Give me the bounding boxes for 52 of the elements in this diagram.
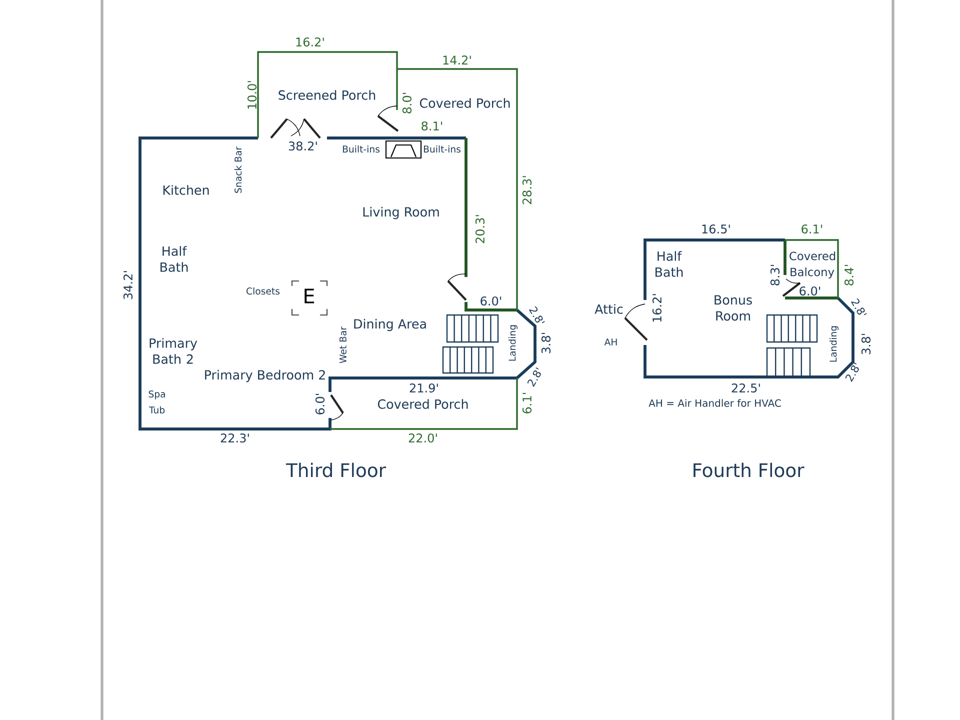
fixture-label: Spa Tub [148,390,165,414]
dimension-label: 6.1' [802,224,822,234]
panel-letter: E [304,288,314,304]
room-label: Covered Balcony [790,252,836,278]
dimension-label: 6.0' [315,394,325,414]
dimension-label: 22.0' [408,433,437,443]
fixture-label: AH [604,338,617,346]
dimension-label: 22.3' [220,433,249,443]
dimension-label: 14.2' [443,56,471,64]
dimension-label: 8.0' [402,92,412,114]
dimension-label: 20.3' [475,215,485,244]
dimension-label: 16.5' [702,224,730,234]
dimension-label: 3.8' [861,334,871,354]
fixture-label: Wet Bar [340,326,346,364]
floor-title: Fourth Floor [694,462,804,478]
room-label: Living Room [363,206,439,220]
dimension-label: 2.8' [851,298,867,316]
dimension-label: 6.1' [522,392,532,414]
dimension-label: 21.9' [410,383,438,393]
dimension-label: 38.2' [288,141,317,151]
fixture-label: Built-ins [424,145,461,153]
room-label: Kitchen [163,185,209,195]
dimension-label: 16.2' [296,37,324,47]
dimension-label: 6.0' [800,286,820,296]
room-label: Attic [594,304,623,314]
note: AH = Air Handler for HVAC [648,399,781,407]
dimension-label: 28.3' [522,176,532,204]
room-label: Covered Porch [378,399,468,409]
dimension-label: 6.0' [480,296,502,306]
dimension-label: 16.2' [652,294,662,322]
floor-title: Third Floor [286,462,386,478]
room-label: Landing [508,325,518,361]
fixture-label: Closets [246,287,280,295]
fixture-label: Snack Bar [234,146,242,193]
room-label: Half Bath [656,251,683,277]
room-label: Primary Bedroom 2 [205,370,325,382]
dimension-label: 34.2' [123,271,133,300]
room-label: Dining Area [354,318,426,332]
room-label: Screened Porch [278,90,376,100]
room-label: Covered Porch [420,98,510,108]
dimension-label: 22.5' [732,383,760,393]
room-label: Primary Bath 2 [150,338,198,364]
dimension-label: 3.8' [541,332,551,354]
dimension-label: 8.4' [844,264,854,286]
room-label: Landing [830,326,839,362]
room-label: Half Bath [160,246,188,272]
dimension-label: 10.0' [247,81,257,109]
room-label: Bonus Room [714,295,752,321]
dimension-label: 2.8' [529,306,545,324]
dimension-label: 8.1' [422,121,442,131]
fixture-label: Built-ins [342,145,380,153]
dimension-label: 8.3' [770,264,780,286]
